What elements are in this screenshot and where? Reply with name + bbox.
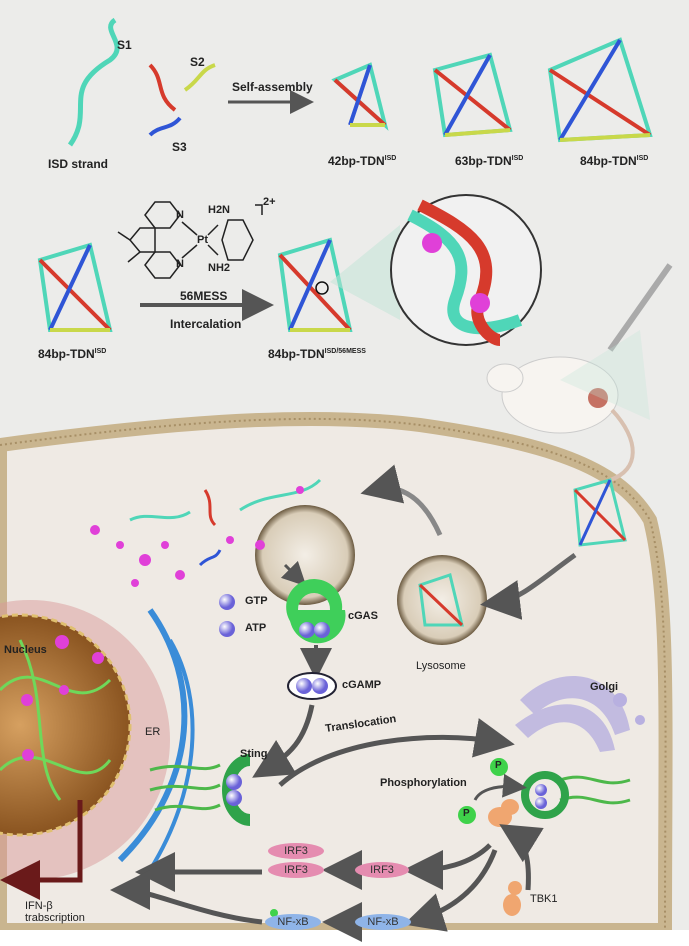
- self-assembly-label: Self-assembly: [232, 80, 313, 94]
- irf3-monomer: IRF3: [355, 862, 409, 878]
- golgi-label: Golgi: [590, 681, 619, 693]
- irf3-dimer-bottom: IRF3: [268, 862, 324, 878]
- phospho-p2: [458, 806, 476, 824]
- sting-label: Sting: [240, 748, 268, 760]
- 56mess-label: 56MESS: [180, 289, 228, 303]
- lysosome: [397, 555, 487, 645]
- s3-label: S3: [172, 140, 187, 154]
- golgi: [515, 676, 630, 752]
- atom-pt: Pt: [197, 234, 208, 246]
- irf3-dimer-top: IRF3: [268, 843, 324, 859]
- tdn-63: [432, 52, 513, 138]
- isd-strand-label: ISD strand: [48, 157, 109, 171]
- cgamp-label: cGAMP: [342, 679, 382, 691]
- tdn-84-left: [37, 242, 113, 332]
- endosome: [255, 505, 355, 605]
- cgas-label: cGAS: [348, 610, 378, 622]
- p-label: P: [463, 808, 470, 819]
- atom-nh2: NH2: [208, 262, 231, 274]
- s3-strand: [148, 116, 182, 137]
- nucleus-label: Nucleus: [4, 644, 47, 656]
- tdn-84-drug: [277, 237, 353, 332]
- tdn-63-label: 63bp-TDNISD: [455, 154, 524, 168]
- intercalation-label: Intercalation: [170, 317, 242, 331]
- s2-strand: [183, 63, 216, 92]
- tdn-84-input-label: 84bp-TDNISD: [38, 347, 107, 361]
- charge-label: 2+: [263, 196, 276, 208]
- lysosome-label: Lysosome: [416, 660, 466, 672]
- sting-protein: [222, 754, 251, 826]
- atom-nh2: H2N: [208, 204, 231, 216]
- syringe: [607, 263, 673, 352]
- s1-strand: [148, 63, 177, 112]
- nfkb-phospho: NF-xB: [265, 914, 321, 930]
- nfkb: NF-xB: [355, 914, 411, 930]
- tbk1-protein: [503, 894, 521, 916]
- tbk1-label: TBK1: [530, 893, 558, 905]
- mouse: [501, 356, 619, 434]
- er-label: ER: [145, 726, 161, 738]
- phosphorylation-label: Phosphorylation: [380, 777, 467, 789]
- tdn-42: [331, 62, 389, 131]
- drug-molecules: [90, 486, 304, 587]
- p-label: P: [495, 760, 502, 771]
- phospho-p1: [490, 758, 508, 776]
- isd-strand: [67, 17, 120, 147]
- 56mess-structure: [117, 201, 263, 279]
- tdn-42-label: 42bp-TDNISD: [328, 154, 397, 168]
- tdn-84: [547, 37, 653, 143]
- atp-label: ATP: [245, 622, 267, 634]
- s1-label: S1: [117, 38, 132, 52]
- atom-n: N: [176, 209, 184, 221]
- s2-label: S2: [190, 55, 205, 69]
- tdn-84-drug-label: 84bp-TDNISD/56MESS: [268, 347, 366, 361]
- atom-n: N: [176, 258, 184, 270]
- gtp-label: GTP: [245, 595, 268, 607]
- tdn-84-label: 84bp-TDNISD: [580, 154, 649, 168]
